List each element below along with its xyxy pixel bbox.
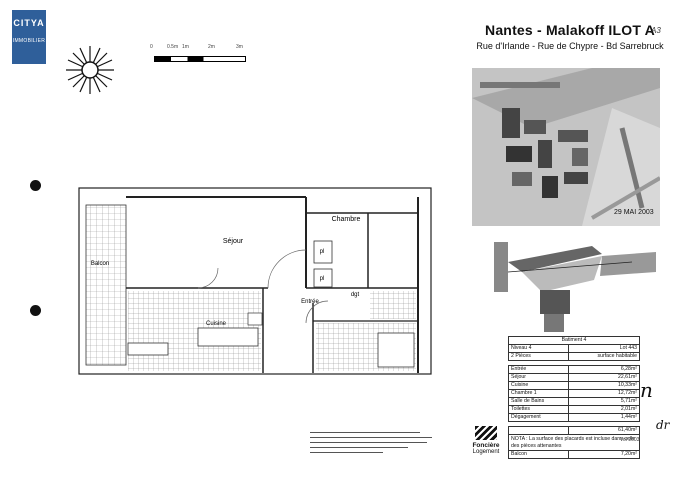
version-label: Vol 2003: [620, 437, 640, 443]
balcon-label: Balcon: [507, 450, 570, 459]
area-label: Séjour: [507, 373, 570, 382]
area-label: Toilettes: [507, 405, 570, 414]
scale-tick: 0.5m: [167, 44, 179, 50]
summary-value: surface habitable: [568, 352, 640, 361]
scale-bar-graphic: [154, 56, 246, 62]
brand-line1: Foncière: [472, 442, 500, 449]
brand-line2: Logement: [472, 449, 500, 455]
binder-hole-bottom: [30, 305, 41, 316]
sheet-reference: A3: [651, 26, 661, 35]
summary-label: 2 Pièces: [507, 352, 570, 361]
citya-logo: CITYA IMMOBILIER: [12, 10, 46, 64]
scale-tick: 1m: [182, 44, 189, 50]
room-label-dgt: dgt: [351, 292, 360, 298]
site-map: [472, 68, 660, 226]
building-plan: [482, 232, 656, 334]
project-address: Rue d'Irlande - Rue de Chypre - Bd Sarre…: [476, 41, 664, 51]
project-header: Nantes - Malakoff ILOT A Rue d'Irlande -…: [455, 22, 685, 51]
logo-line1: CITYA: [13, 18, 45, 28]
fonciere-logement-logo: Foncière Logement: [466, 426, 506, 455]
compass-sun-icon: [62, 42, 118, 103]
room-label-entree: Entrée: [301, 299, 319, 305]
plan-footnote-lines: [310, 432, 432, 462]
handwritten-mark: n: [640, 378, 653, 402]
scale-bar: 0 0.5m 1m 2m 3m: [150, 44, 250, 66]
scale-tick: 3m: [236, 44, 243, 50]
area-value: 10,33m²: [568, 381, 640, 390]
summary-value: Lot 443: [568, 344, 640, 353]
area-value: 22,61m²: [568, 373, 640, 382]
area-label: Salle de Bains: [507, 397, 570, 406]
area-value: 12,72m²: [568, 389, 640, 398]
room-label-placard: pl: [320, 276, 325, 282]
date-stamp: 29 MAI 2003: [614, 209, 654, 216]
handwritten-initials: dr: [656, 418, 670, 432]
area-label: Dégagement: [507, 413, 570, 422]
building-label: Batiment 4: [508, 336, 640, 345]
area-value: 1,44m²: [568, 413, 640, 422]
room-label-cuisine: Cuisine: [206, 321, 227, 327]
balcon-value: 7,20m²: [568, 450, 640, 459]
room-label-balcon: Balcon: [91, 261, 109, 267]
area-label: Cuisine: [507, 381, 570, 390]
scale-tick: 2m: [208, 44, 215, 50]
area-value: 5,71m²: [568, 397, 640, 406]
area-value: 6,28m²: [568, 365, 640, 374]
brand-mark-icon: [475, 426, 497, 440]
area-label: Chambre 1: [507, 389, 570, 398]
summary-label: Niveau 4: [507, 344, 570, 353]
area-label: Entrée: [507, 365, 570, 374]
floor-plan: Séjour Chambre Balcon Entrée Cuisine dgt…: [78, 187, 432, 375]
room-label-sejour: Séjour: [223, 238, 244, 245]
total-area: 61,40m²: [568, 426, 640, 435]
project-title: Nantes - Malakoff ILOT A: [485, 22, 655, 38]
logo-line2: IMMOBILIER: [12, 38, 46, 44]
scale-tick: 0: [150, 44, 153, 50]
binder-hole-top: [30, 180, 41, 191]
area-value: 2,01m²: [568, 405, 640, 414]
room-label-chambre: Chambre: [332, 216, 361, 223]
room-label-placard: pl: [320, 249, 325, 255]
